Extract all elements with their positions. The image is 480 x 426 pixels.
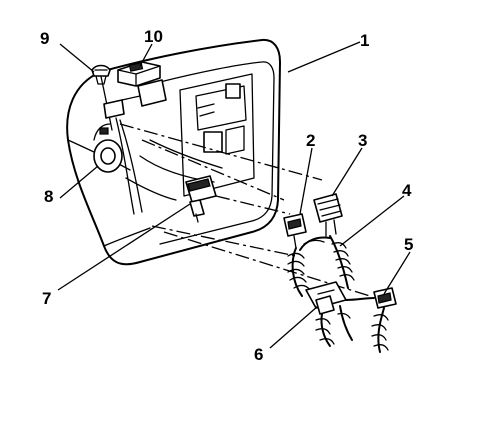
callout-9: 9 — [40, 29, 49, 48]
callout-10: 10 — [144, 27, 163, 46]
lamp-socket — [93, 123, 123, 173]
coiled-wire-harness — [287, 235, 355, 309]
grommet-pigtail — [315, 295, 353, 347]
connector-2 — [283, 213, 307, 249]
callout-4: 4 — [402, 181, 412, 200]
callout-8: 8 — [44, 187, 53, 206]
callout-2: 2 — [306, 131, 315, 150]
upper-bracket — [103, 79, 167, 119]
glass-backing-plate — [139, 73, 255, 197]
callout-7: 7 — [42, 289, 51, 308]
housing-connector — [185, 175, 217, 223]
leader-lines — [57, 41, 411, 349]
callout-1: 1 — [360, 31, 369, 50]
callout-3: 3 — [358, 131, 367, 150]
connector-3 — [313, 193, 343, 237]
internal-wiring — [115, 117, 177, 215]
lower-connector — [345, 287, 397, 353]
callout-6: 6 — [254, 345, 263, 364]
callout-5: 5 — [404, 235, 413, 254]
mounting-screw — [91, 64, 111, 85]
top-cover-cap — [117, 61, 161, 87]
